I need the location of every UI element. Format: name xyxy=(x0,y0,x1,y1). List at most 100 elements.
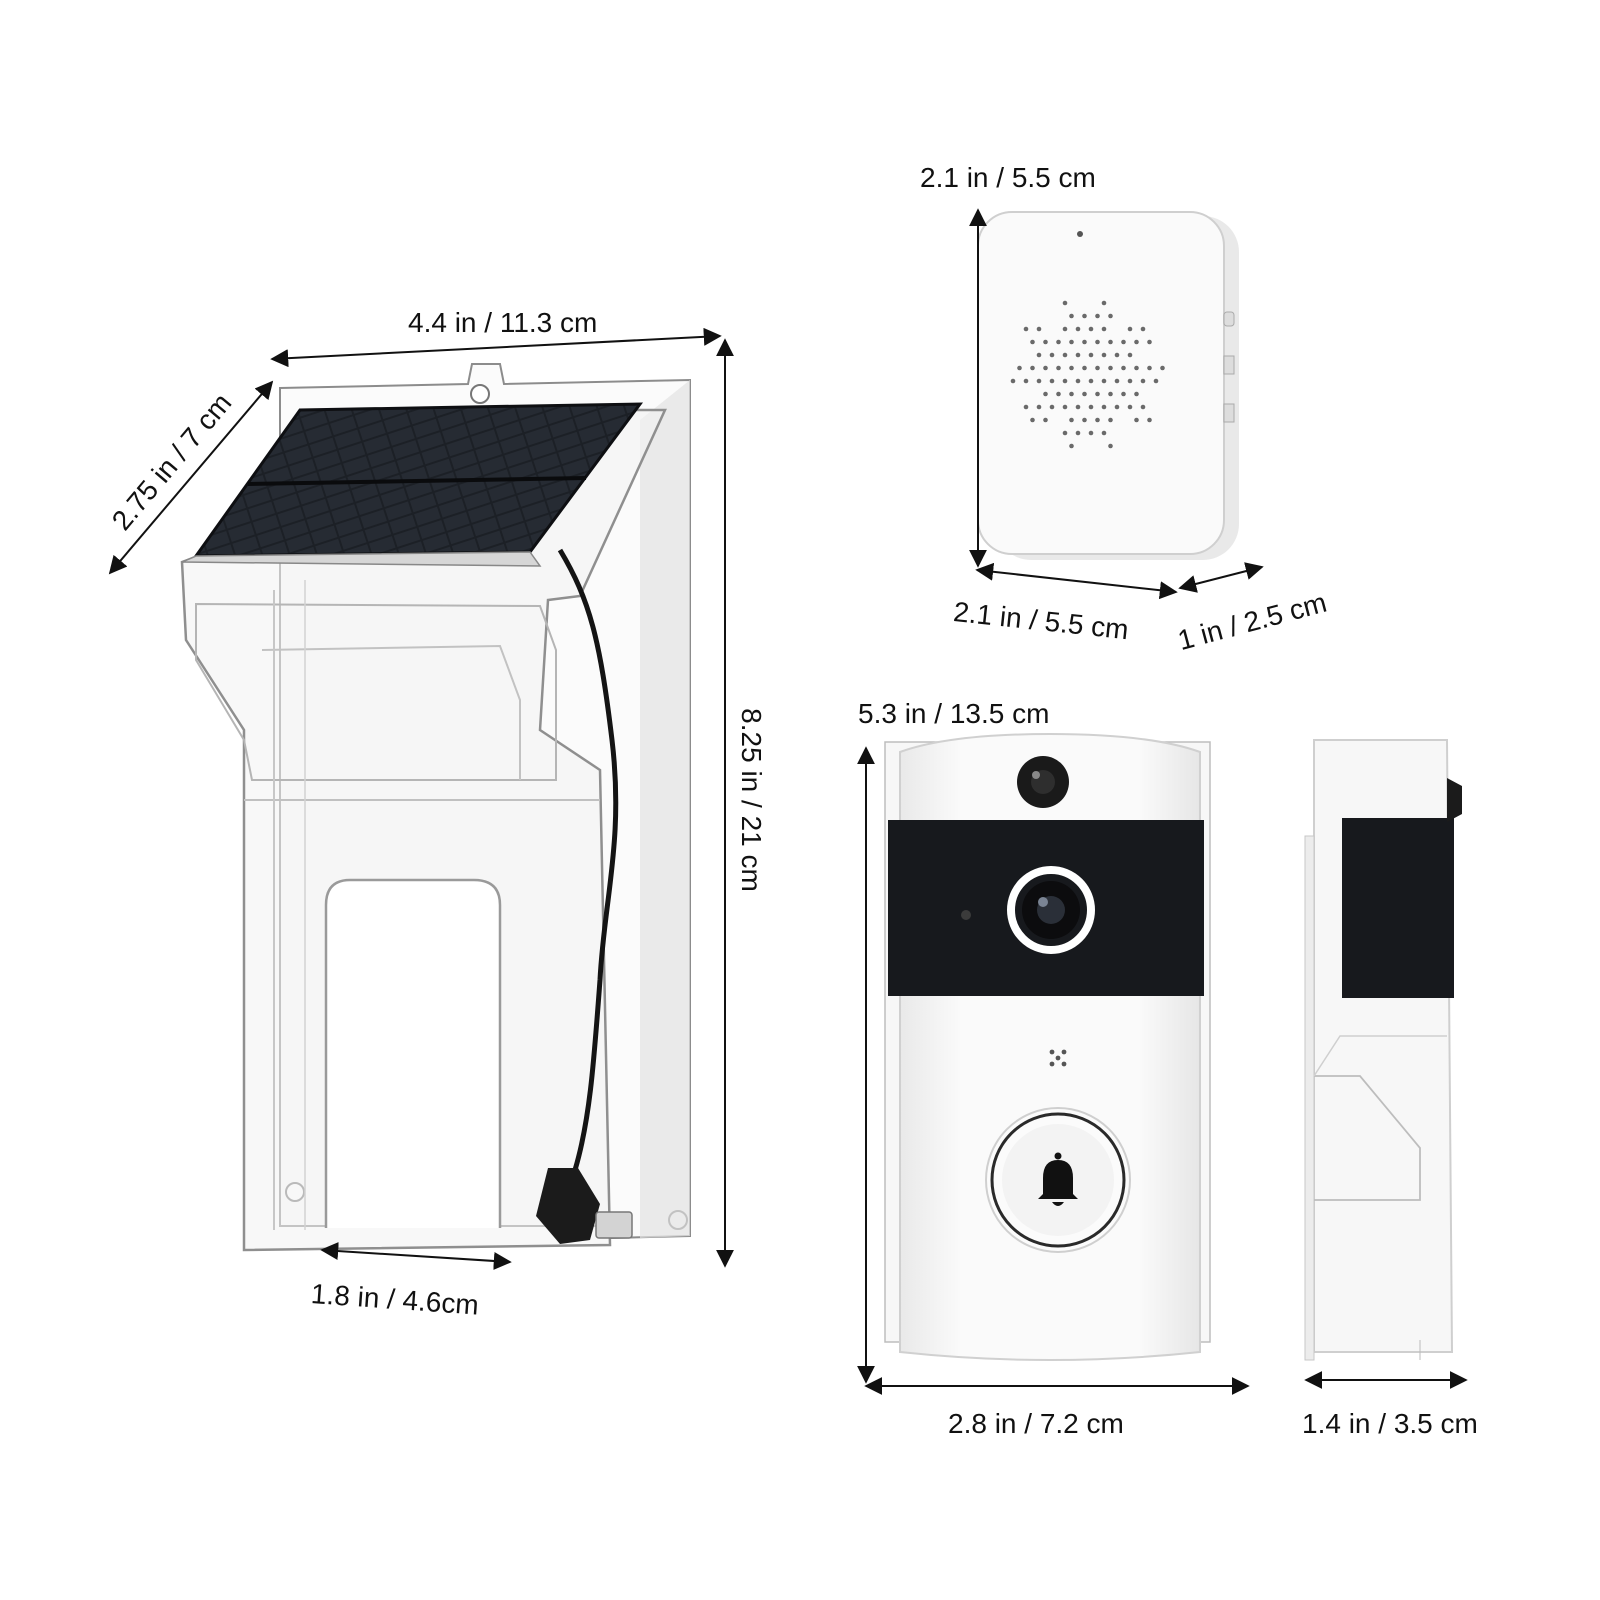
speaker-hole xyxy=(1114,378,1120,384)
speaker-hole xyxy=(1147,365,1152,371)
speaker-hole xyxy=(1127,352,1133,358)
speaker-hole xyxy=(1049,404,1055,410)
speaker-hole xyxy=(1069,391,1074,397)
speaker-hole xyxy=(1082,313,1087,319)
speaker-hole xyxy=(1108,417,1113,423)
speaker-hole xyxy=(1069,365,1074,371)
speaker-hole xyxy=(1108,391,1113,397)
speaker-hole xyxy=(1101,300,1107,306)
speaker-hole xyxy=(1075,352,1081,358)
speaker-hole xyxy=(1088,352,1094,358)
speaker-hole xyxy=(1075,378,1081,384)
speaker-hole xyxy=(1062,326,1068,332)
speaker-hole xyxy=(1147,417,1152,423)
rain-cover-height-label: 8.25 in / 21 cm xyxy=(736,708,767,892)
speaker-hole xyxy=(1147,339,1152,345)
speaker-hole xyxy=(1108,313,1113,319)
speaker-hole xyxy=(1101,352,1107,358)
speaker-hole xyxy=(1088,430,1094,436)
speaker-grille xyxy=(1010,300,1165,449)
chime-illustration xyxy=(977,211,1239,560)
speaker-hole xyxy=(1069,339,1074,345)
speaker-hole xyxy=(1023,326,1029,332)
chime-top-label: 2.1 in / 5.5 cm xyxy=(920,162,1096,193)
speaker-hole xyxy=(1140,404,1146,410)
speaker-hole xyxy=(1062,352,1068,358)
speaker-hole xyxy=(1095,313,1100,319)
speaker-hole xyxy=(1108,365,1113,371)
speaker-hole xyxy=(1095,365,1100,371)
doorbell-height-label: 5.3 in / 13.5 cm xyxy=(858,698,1050,729)
speaker-hole xyxy=(1121,365,1126,371)
speaker-hole xyxy=(1121,391,1126,397)
speaker-hole xyxy=(1023,378,1029,384)
speaker-hole xyxy=(1069,313,1074,319)
mic-holes xyxy=(1049,1049,1067,1067)
speaker-hole xyxy=(1049,352,1055,358)
speaker-hole xyxy=(1088,326,1094,332)
speaker-hole xyxy=(1114,404,1120,410)
speaker-hole xyxy=(1030,365,1035,371)
speaker-hole xyxy=(1108,443,1113,449)
speaker-hole xyxy=(1075,430,1081,436)
speaker-hole xyxy=(1062,404,1068,410)
speaker-hole xyxy=(1043,365,1048,371)
speaker-hole xyxy=(1101,326,1107,332)
speaker-hole xyxy=(1127,404,1133,410)
speaker-hole xyxy=(1010,378,1016,384)
speaker-hole xyxy=(1030,339,1035,345)
speaker-hole xyxy=(1017,365,1022,371)
speaker-hole xyxy=(1127,378,1133,384)
speaker-hole xyxy=(1108,339,1113,345)
speaker-hole xyxy=(1082,365,1087,371)
speaker-hole xyxy=(1023,404,1029,410)
speaker-hole xyxy=(1121,339,1126,345)
speaker-hole xyxy=(1056,365,1061,371)
speaker-hole xyxy=(1062,430,1068,436)
speaker-hole xyxy=(1043,417,1048,423)
speaker-hole xyxy=(1069,443,1074,449)
speaker-hole xyxy=(1069,417,1074,423)
speaker-hole xyxy=(1036,352,1042,358)
speaker-hole xyxy=(1127,326,1133,332)
speaker-hole xyxy=(1088,378,1094,384)
speaker-hole xyxy=(1056,391,1061,397)
speaker-hole xyxy=(1134,339,1139,345)
doorbell-side-illustration xyxy=(1304,739,1462,1361)
speaker-hole xyxy=(1075,326,1081,332)
doorbell-width-label: 2.8 in / 7.2 cm xyxy=(948,1408,1124,1439)
speaker-hole xyxy=(1036,404,1042,410)
speaker-hole xyxy=(1095,339,1100,345)
rain-cover-illustration xyxy=(180,363,691,1252)
speaker-hole xyxy=(1140,378,1146,384)
speaker-hole xyxy=(1043,339,1048,345)
rain-cover-width-label: 4.4 in / 11.3 cm xyxy=(408,307,598,338)
speaker-hole xyxy=(1101,430,1107,436)
speaker-hole xyxy=(1160,365,1165,371)
speaker-hole xyxy=(1088,404,1094,410)
speaker-hole xyxy=(1134,365,1139,371)
speaker-hole xyxy=(1056,339,1061,345)
dimension-lines xyxy=(108,208,1468,1395)
speaker-hole xyxy=(1030,417,1035,423)
speaker-hole xyxy=(1049,378,1055,384)
speaker-hole xyxy=(1153,378,1159,384)
speaker-hole xyxy=(1075,404,1081,410)
speaker-hole xyxy=(1082,339,1087,345)
bell-icon[interactable] xyxy=(1038,1152,1078,1207)
doorbell-side-depth-label: 1.4 in / 3.5 cm xyxy=(1302,1408,1478,1439)
speaker-hole xyxy=(1036,378,1042,384)
speaker-hole xyxy=(1140,326,1146,332)
speaker-hole xyxy=(1095,391,1100,397)
speaker-hole xyxy=(1134,391,1139,397)
speaker-hole xyxy=(1062,378,1068,384)
speaker-hole xyxy=(1134,417,1139,423)
speaker-hole xyxy=(1062,300,1068,306)
speaker-hole xyxy=(1082,417,1087,423)
speaker-hole xyxy=(1082,391,1087,397)
speaker-hole xyxy=(1101,404,1107,410)
speaker-hole xyxy=(1095,417,1100,423)
speaker-hole xyxy=(1101,378,1107,384)
